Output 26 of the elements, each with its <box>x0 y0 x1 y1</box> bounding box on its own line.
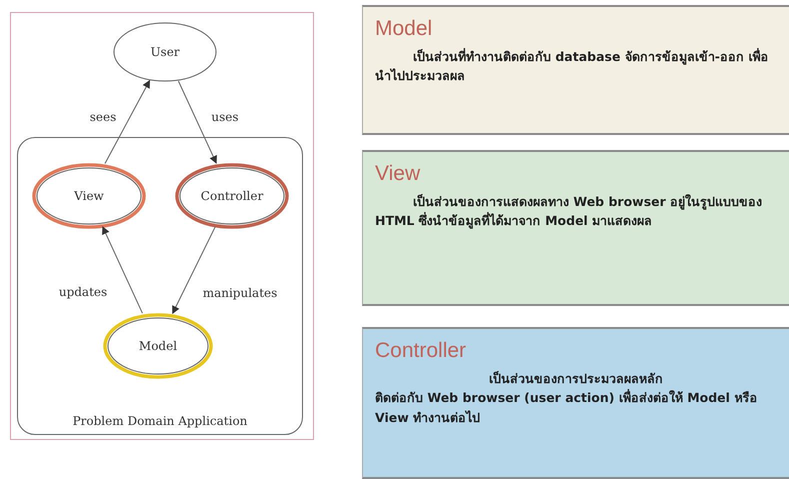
ellipse-node <box>103 313 213 379</box>
arrow <box>104 80 150 164</box>
panel-heading: Controller <box>375 339 468 363</box>
container-label: Problem Domain Application <box>72 414 248 428</box>
ellipse-node <box>175 163 289 229</box>
description-text: ติดต่อกับ Web browser (user action) เพื่อส่งต่อให้ Model หรือ View ทำงานต่อไป <box>375 388 758 427</box>
node-label: Controller <box>200 189 264 203</box>
node-label: Model <box>138 339 178 353</box>
panel-heading: View <box>375 162 422 186</box>
node-label: View <box>74 189 104 203</box>
ellipse-node <box>113 22 217 82</box>
panel-heading: Model <box>375 17 434 41</box>
arrow <box>178 80 217 164</box>
arrow <box>102 226 143 314</box>
description-text: เป็นส่วนของการแสดงผลทาง Web browser อยู่ในรูปแบบของ HTML ซึ่งนำข้อมูลที่ได้มาจาก Model มาแสดงผล <box>375 193 764 231</box>
description-panel <box>362 327 789 479</box>
container-box <box>17 137 303 435</box>
description-panel <box>362 5 789 135</box>
arrow <box>172 226 216 314</box>
edge-label: manipulates <box>202 286 278 300</box>
description-panel <box>362 150 789 306</box>
node-label: User <box>150 45 180 59</box>
description-text: เป็นส่วนของการประมวลผลหลัก <box>488 370 664 388</box>
edge-label: updates <box>58 285 108 299</box>
description-text: เป็นส่วนที่ทำงานติดต่อกับ database จัดการข้อมูลเข้า-ออก เพื่อนำไปประมวลผล <box>375 47 770 86</box>
ellipse-node <box>32 163 146 229</box>
